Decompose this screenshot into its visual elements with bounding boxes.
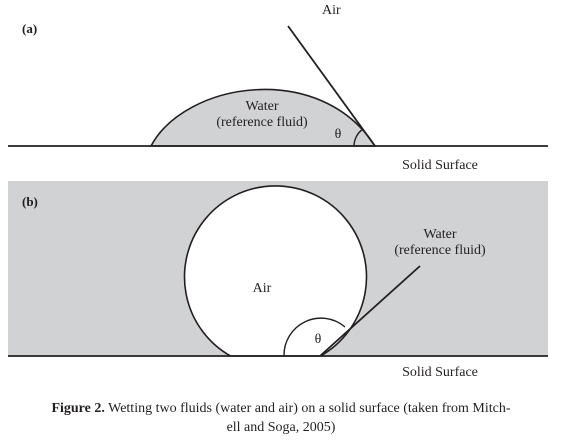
panel-b: (b) Air θ Water (reference fluid) Solid …	[8, 181, 548, 380]
tangent-line	[287, 25, 376, 147]
caption-line-1: Figure 2. Wetting two fluids (water and …	[6, 399, 556, 418]
caption-label: Figure 2.	[51, 401, 105, 416]
caption-text: Wetting two fluids (water and air) on a …	[108, 401, 511, 416]
reference-fluid-label: (reference fluid)	[394, 243, 486, 258]
panel-b-label: (b)	[22, 194, 38, 209]
solid-surface-label: Solid Surface	[402, 365, 478, 380]
tangent-line	[319, 265, 421, 357]
panel-a: (a) Air Water (reference fluid) θ Solid …	[8, 3, 548, 173]
air-label: Air	[322, 3, 341, 18]
theta-label: θ	[335, 127, 342, 142]
solid-surface-label: Solid Surface	[402, 158, 478, 173]
panel-a-label: (a)	[22, 21, 37, 36]
water-label: Water	[245, 99, 278, 114]
wetting-diagram: (a) Air Water (reference fluid) θ Solid …	[8, 3, 548, 380]
water-droplet	[149, 88, 377, 147]
contact-angle-arc	[283, 317, 346, 357]
water-label: Water	[423, 227, 456, 242]
air-bubble	[183, 185, 368, 357]
contact-angle-arc	[353, 128, 364, 147]
reference-fluid-label: (reference fluid)	[216, 115, 308, 130]
air-label: Air	[253, 281, 272, 296]
theta-label: θ	[315, 332, 322, 347]
figure-caption: Figure 2. Wetting two fluids (water and …	[6, 399, 556, 437]
caption-line-2: ell and Soga, 2005)	[226, 420, 336, 435]
